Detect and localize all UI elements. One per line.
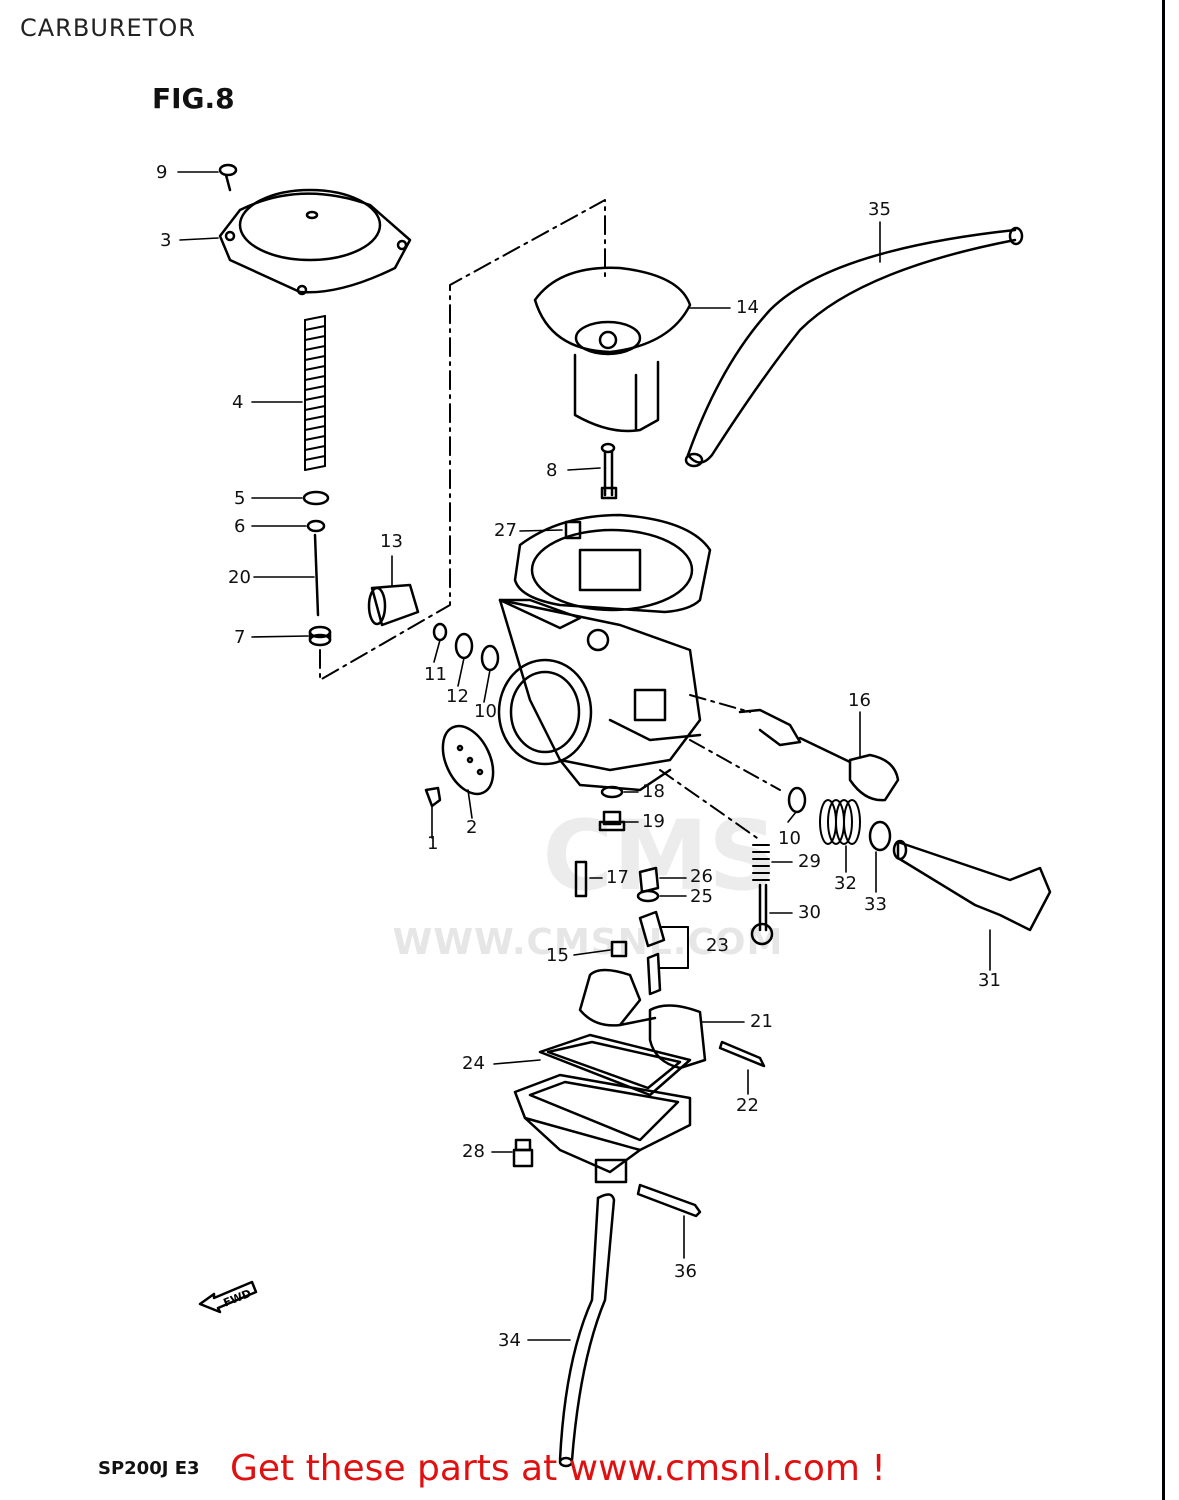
page-title: CARBURETOR: [20, 14, 196, 42]
callout-2: 2: [466, 817, 478, 838]
part-19-bolt: [598, 810, 626, 832]
callout-1: 1: [427, 833, 439, 854]
part-1-screw: [424, 786, 442, 808]
assembly-line-left: [319, 199, 606, 681]
assembly-line-right: [689, 739, 781, 791]
part-30-screw: [750, 883, 774, 946]
callout-3: 3: [160, 230, 172, 251]
callout-13: 13: [380, 531, 403, 552]
part-23-needle-valve: [638, 910, 689, 996]
figure-label: FIG.8: [152, 82, 235, 115]
callout-19: 19: [642, 811, 665, 832]
leader-lines: [177, 171, 991, 1341]
part-6-clip: [306, 519, 326, 533]
part-34-drain-hose: [558, 1193, 616, 1468]
callout-24: 24: [462, 1053, 485, 1074]
callout-29: 29: [798, 851, 821, 872]
callout-12: 12: [446, 686, 469, 707]
callout-20: 20: [228, 567, 251, 588]
part-14-piston: [533, 266, 692, 433]
part-8-bolt: [600, 442, 618, 500]
part-25-oring: [636, 889, 660, 903]
parts-link-cta[interactable]: Get these parts at www.cmsnl.com !: [230, 1448, 886, 1489]
part-5-washer: [302, 490, 330, 506]
callout-32: 32: [834, 873, 857, 894]
part-28-bolt: [512, 1138, 534, 1168]
part-10-oring-right: [787, 786, 807, 814]
callout-7: 7: [234, 627, 246, 648]
callout-35: 35: [868, 199, 891, 220]
callout-36: 36: [674, 1261, 697, 1282]
callout-6: 6: [234, 516, 246, 537]
callout-17: 17: [606, 867, 629, 888]
callout-15: 15: [546, 945, 569, 966]
callout-21: 21: [750, 1011, 773, 1032]
callout-26: 26: [690, 866, 713, 887]
callout-14: 14: [736, 297, 759, 318]
part-24-gasket-and-bowl: [513, 1033, 692, 1184]
callout-27: 27: [494, 520, 517, 541]
part-21-floats: [578, 968, 707, 1070]
part-22-pin: [718, 1040, 766, 1068]
part-36-screw: [636, 1183, 702, 1218]
part-4-spring: [304, 315, 326, 471]
part-35-hose: [684, 226, 1024, 468]
part-12-oring: [454, 632, 474, 660]
part-33-washer: [868, 820, 892, 852]
part-18-washer: [600, 785, 624, 799]
part-10-oring: [480, 644, 500, 672]
part-13-sleeve: [367, 583, 420, 627]
callout-23: 23: [706, 935, 729, 956]
callout-4: 4: [232, 392, 244, 413]
page-border: [1162, 0, 1165, 1500]
callout-10: 10: [474, 701, 497, 722]
part-9-screw: [218, 163, 238, 192]
callout-30: 30: [798, 902, 821, 923]
callout-18: 18: [642, 781, 665, 802]
callout-28: 28: [462, 1141, 485, 1162]
callout-9: 9: [156, 162, 168, 183]
part-26-cap: [638, 866, 660, 894]
callout-5: 5: [234, 488, 246, 509]
part-15-screw: [610, 940, 628, 958]
carburetor-body: [497, 513, 712, 792]
callout-11: 11: [424, 664, 447, 685]
callout-22: 22: [736, 1095, 759, 1116]
part-3-top-cap: [218, 188, 412, 296]
watermark-url: WWW.CMSNL.COM: [392, 922, 784, 963]
callout-10-right: 10: [778, 828, 801, 849]
callout-31: 31: [978, 970, 1001, 991]
part-32-spring: [819, 799, 861, 845]
callout-34: 34: [498, 1330, 521, 1351]
part-17-jet: [574, 860, 588, 898]
part-20-needle: [313, 533, 320, 617]
watermark-logo: CMS: [542, 800, 778, 912]
callout-8: 8: [546, 460, 558, 481]
part-27-screw: [564, 520, 582, 540]
forward-arrow-icon: FWD: [198, 1280, 258, 1314]
model-code: SP200J E3: [98, 1458, 200, 1479]
fwd-label: FWD: [222, 1287, 254, 1310]
part-11-clip: [432, 622, 448, 642]
part-29-spring: [752, 844, 770, 881]
part-16-cable: [689, 694, 900, 802]
callout-25: 25: [690, 886, 713, 907]
part-2-plate: [441, 724, 495, 796]
part-7-seat: [308, 625, 332, 647]
callout-16: 16: [848, 690, 871, 711]
part-31-shaft: [892, 839, 1052, 932]
callout-33: 33: [864, 894, 887, 915]
